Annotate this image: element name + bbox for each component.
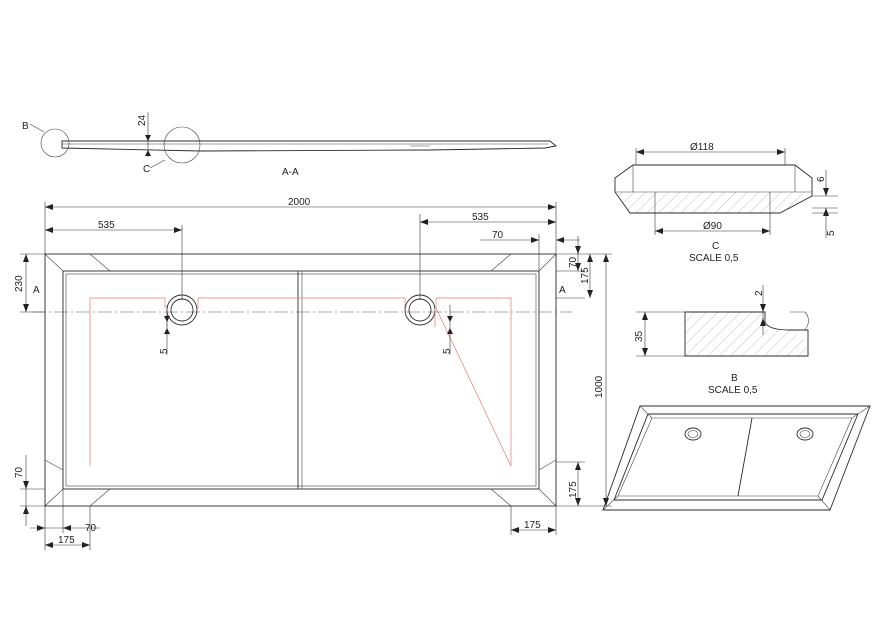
dim-5-left: 5 bbox=[159, 348, 170, 354]
detail-b-label: B bbox=[731, 373, 738, 384]
detail-c-circle bbox=[163, 126, 201, 164]
tray-basin bbox=[62, 270, 540, 490]
section-a-a-view: B C 24 A-A bbox=[22, 112, 558, 178]
section-title: A-A bbox=[282, 167, 299, 178]
section-marker-left: A bbox=[33, 285, 40, 296]
plan-dimensions: 2000 535 535 70 230 70 bbox=[14, 197, 612, 550]
dim-24: 24 bbox=[137, 114, 148, 126]
dim-6: 6 bbox=[816, 176, 827, 182]
dim-total-depth: 1000 bbox=[594, 375, 605, 398]
detail-c-scale: SCALE 0,5 bbox=[689, 253, 739, 264]
isometric-view bbox=[602, 405, 871, 511]
plan-view: A A 5 5 bbox=[32, 253, 572, 507]
dim-5-right: 5 bbox=[442, 348, 453, 354]
dim-175-bottom-right: 175 bbox=[524, 520, 541, 531]
section-marker-right: A bbox=[559, 285, 566, 296]
dim-2: 2 bbox=[754, 290, 765, 296]
detail-b-scale: SCALE 0,5 bbox=[708, 385, 758, 396]
dim-175-right-bottom: 175 bbox=[568, 481, 579, 498]
dim-535-left: 535 bbox=[98, 220, 115, 231]
iso-divider bbox=[737, 417, 753, 497]
detail-c-callout: C bbox=[143, 164, 150, 175]
dim-total-width: 2000 bbox=[288, 197, 311, 208]
dim-230: 230 bbox=[14, 275, 25, 292]
iso-drain-left bbox=[684, 427, 702, 441]
hidden-channel-outline bbox=[89, 297, 512, 467]
iso-drain-right bbox=[796, 427, 814, 441]
dim-70-bottom: 70 bbox=[85, 523, 97, 534]
dim-175-bottom-left: 175 bbox=[58, 535, 75, 546]
iso-outer bbox=[602, 405, 871, 511]
dim-70-right: 70 bbox=[568, 256, 579, 268]
dim-diameter-118: Ø118 bbox=[690, 142, 714, 153]
dim-70-left-bottom: 70 bbox=[14, 466, 25, 478]
detail-b-circle bbox=[40, 128, 70, 158]
dim-175-right-top: 175 bbox=[580, 267, 591, 284]
dim-35: 35 bbox=[634, 330, 645, 342]
dim-70-top: 70 bbox=[492, 230, 504, 241]
detail-b-view: 2 35 B SCALE 0,5 bbox=[634, 285, 809, 396]
tray-outline bbox=[44, 253, 557, 507]
dim-diameter-90: Ø90 bbox=[703, 221, 722, 232]
detail-c-label: C bbox=[712, 241, 719, 252]
dim-5-c: 5 bbox=[826, 230, 837, 236]
detail-c-view: Ø118 Ø90 6 5 C SCALE 0,5 bbox=[614, 142, 838, 264]
detail-b-callout: B bbox=[22, 121, 29, 132]
dim-535-right: 535 bbox=[472, 212, 489, 223]
